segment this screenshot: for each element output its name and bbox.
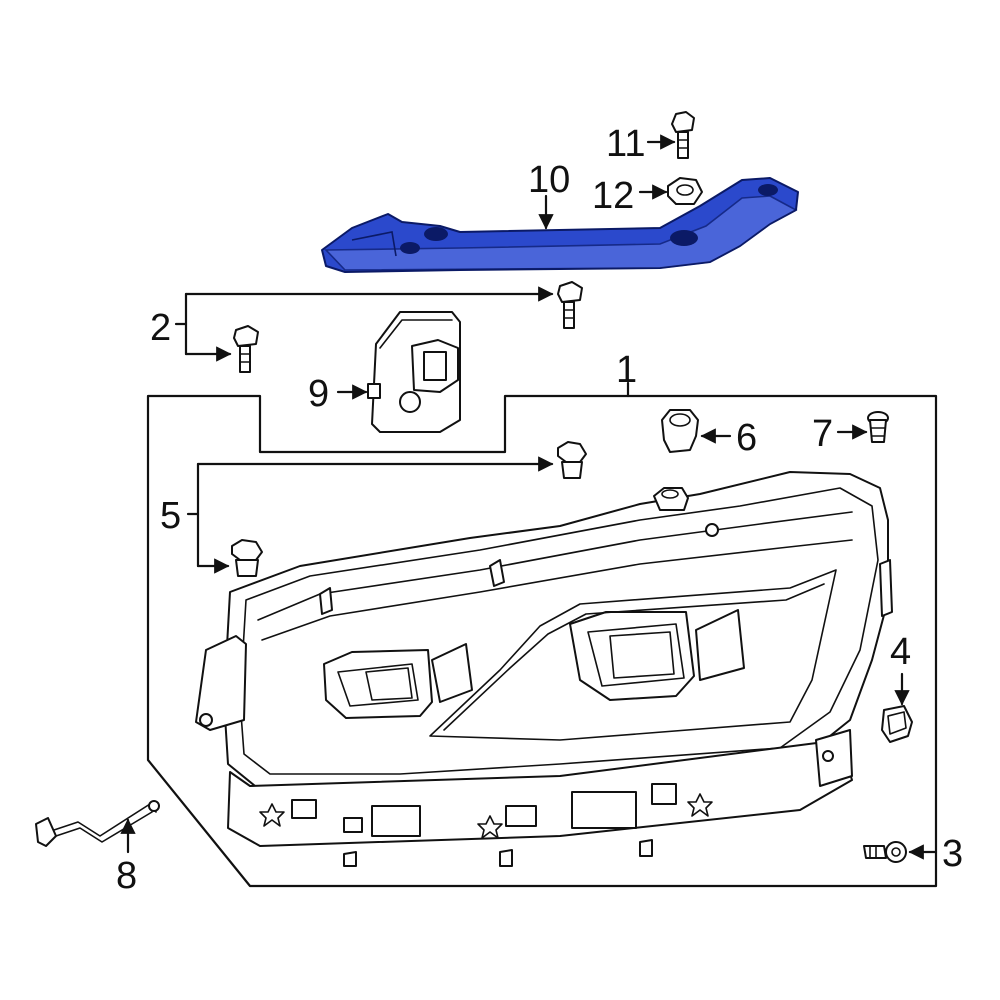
clip-part-4[interactable] [881, 705, 913, 743]
bolt-part-2-upper[interactable] [557, 281, 583, 329]
bolt-part-2-lower[interactable] [233, 325, 259, 373]
assembly-boundary [146, 394, 938, 888]
headlight-housing-part-1[interactable] [195, 471, 893, 867]
callout-5: 5 [160, 495, 181, 537]
bushing-part-5-lower[interactable] [231, 539, 263, 577]
mounting-bracket-part-10[interactable] [321, 177, 799, 273]
callout-4: 4 [890, 631, 911, 673]
wire-harness-part-8[interactable] [35, 800, 160, 847]
nut-part-12[interactable] [667, 177, 703, 205]
callout-9: 9 [308, 373, 329, 415]
callout-10: 10 [528, 159, 570, 201]
screw-part-7[interactable] [867, 411, 889, 443]
callout-3: 3 [942, 833, 963, 875]
screw-part-3[interactable] [863, 841, 907, 863]
callout-2: 2 [150, 307, 171, 349]
control-module-part-9[interactable] [367, 311, 461, 433]
callout-8: 8 [116, 855, 137, 897]
callout-6: 6 [736, 417, 757, 459]
callout-11: 11 [606, 123, 645, 165]
bushing-part-5-upper[interactable] [557, 441, 587, 479]
callout-12: 12 [592, 175, 634, 217]
callout-7: 7 [812, 413, 833, 455]
clip-part-6[interactable] [661, 409, 699, 453]
bolt-part-11[interactable] [671, 111, 695, 159]
callout-1: 1 [616, 349, 637, 391]
